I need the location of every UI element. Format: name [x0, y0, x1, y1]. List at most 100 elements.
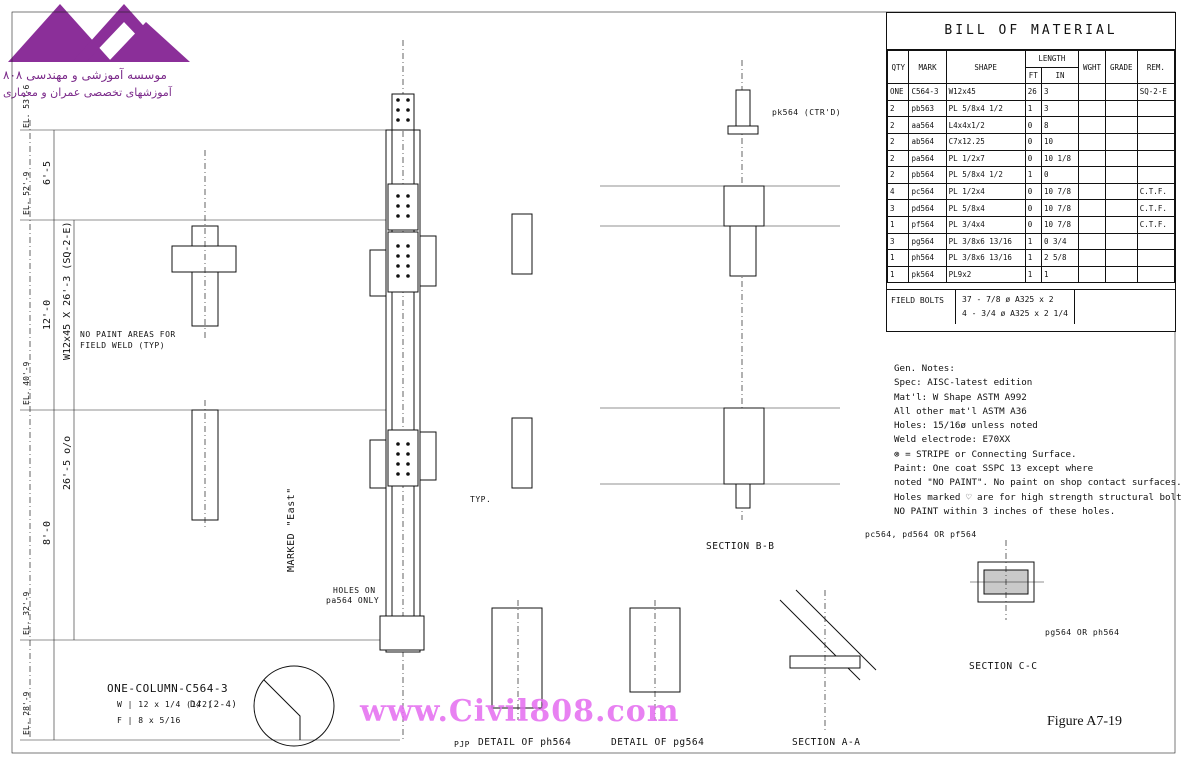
bolt-hole	[396, 118, 400, 122]
bom-cell-ft: 1	[1024, 99, 1042, 118]
bolt-hole	[406, 254, 410, 258]
watermark: www.Civil808.com	[360, 694, 680, 729]
bom-cell-grade	[1104, 215, 1138, 234]
bolt-hole	[396, 264, 400, 268]
bom-cell-grade	[1104, 132, 1138, 151]
bom-header-ft: FT	[1024, 66, 1042, 85]
bom-cell-rem	[1136, 265, 1176, 284]
bom-header-grade: GRADE	[1104, 49, 1138, 85]
bom-table: QTY MARK SHAPE LENGTH WGHT GRADE REM. FT…	[886, 49, 1176, 284]
weld-detail-circle	[253, 665, 335, 747]
bom-cell-ft: 1	[1024, 249, 1042, 267]
bolt-hole	[396, 98, 400, 102]
section-bb-label: SECTION B-B	[706, 541, 775, 552]
bom-title: BILL OF MATERIAL	[887, 13, 1175, 50]
note-line: NO PAINT within 3 inches of these holes.	[894, 505, 1116, 517]
bom-cell-wght	[1078, 265, 1106, 284]
bom-cell-shape: PL 5/8x4 1/2	[945, 166, 1026, 184]
note-line: Holes: 15/16ø unless noted	[894, 420, 1038, 432]
bom-cell-in: 0 3/4	[1040, 232, 1080, 251]
bom-cell-wght	[1078, 116, 1106, 134]
bom-cell-rem	[1136, 132, 1176, 151]
bom-cell-shape: L4x4x1/2	[945, 116, 1026, 134]
bom-cell-rem: C.T.F.	[1136, 182, 1176, 201]
bom-cell-mark: pd564	[908, 199, 947, 217]
detail-ph564-drawing	[491, 600, 543, 720]
section-cc-drawing	[970, 540, 1044, 620]
bom-cell-mark: pb564	[908, 166, 947, 184]
bom-cell-qty: 3	[886, 232, 910, 251]
bom-cell-in: 1	[1040, 265, 1080, 284]
bom-cell-ft: 0	[1024, 182, 1042, 201]
bolt-hole	[396, 462, 400, 466]
bom-cell-shape: PL 1/2x4	[945, 182, 1026, 201]
bolt-hole	[406, 274, 410, 278]
bom-cell-mark: pa564	[908, 149, 947, 168]
bom-header-rem: REM.	[1136, 49, 1176, 85]
bom-cell-ft: 1	[1024, 265, 1042, 284]
bom-cell-wght	[1078, 249, 1106, 267]
pjp-label: PJP	[454, 740, 470, 749]
bolt-hole	[406, 118, 410, 122]
bom-cell-ft: 26	[1024, 83, 1042, 101]
bom-cell-qty: 2	[886, 166, 910, 184]
bom-cell-mark: ab564	[908, 132, 947, 151]
bolt-hole	[396, 472, 400, 476]
bolt-hole	[406, 442, 410, 446]
bom-cell-in: 2 5/8	[1040, 249, 1080, 267]
bom-cell-mark: pc564	[908, 182, 947, 201]
bom-cell-in: 3	[1040, 83, 1080, 101]
bom-cell-shape: PL9x2	[945, 265, 1026, 284]
bom-cell-rem	[1136, 116, 1176, 134]
note-line: Paint: One coat SSPC 13 except where	[894, 463, 1094, 475]
bom-cell-grade	[1104, 83, 1138, 101]
bom-cell-grade	[1104, 116, 1138, 134]
pa564-only: pa564 ONLY	[326, 596, 380, 605]
left-connection	[171, 150, 237, 530]
note-line: noted "NO PAINT". No paint on shop conta…	[894, 477, 1181, 489]
bolt-hole	[396, 214, 400, 218]
bom-cell-rem: SQ-2-E	[1136, 83, 1176, 101]
note-line: Gen. Notes:	[894, 363, 955, 374]
bolt-hole	[406, 244, 410, 248]
typ-label: TYP.	[470, 495, 492, 504]
bom-cell-wght	[1078, 182, 1106, 201]
elevation-32-9: EL. 32'-9	[22, 591, 31, 635]
note-line: Mat'l: W Shape ASTM A992	[894, 391, 1027, 403]
bom-header-mark: MARK	[908, 49, 947, 85]
field-bolts-label: FIELD BOLTS	[887, 290, 956, 325]
bom-cell-shape: W12x45	[945, 83, 1026, 101]
elevation-28-9: EL. 28'-9	[22, 691, 31, 735]
bom-cell-shape: PL 5/8x4 1/2	[945, 99, 1026, 118]
bom-cell-ft: 0	[1024, 215, 1042, 234]
bolt-hole	[406, 214, 410, 218]
logo-text-line2: آموزشهای تخصصی عمران و معماری	[3, 86, 172, 99]
main-sub2: F | 8 x 5/16	[117, 716, 181, 725]
c-alt-label: pc564, pd564 OR pf564	[865, 530, 977, 539]
dim-6-5: 6'-5	[42, 161, 53, 185]
bom-cell-rem	[1136, 166, 1176, 184]
no-paint-areas: NO PAINT AREAS FOR	[80, 330, 176, 339]
bom-cell-rem	[1136, 99, 1176, 118]
bolt-hole	[406, 472, 410, 476]
elevation-52-9: EL. 52'-9	[22, 171, 31, 215]
bom-cell-grade	[1104, 249, 1138, 267]
bom-cell-grade	[1104, 265, 1138, 284]
elevation-53-6: EL. 53'-6	[22, 84, 31, 128]
bolt-hole	[406, 264, 410, 268]
note-line: Weld electrode: E70XX	[894, 434, 1011, 446]
detail-ph564-label: DETAIL OF ph564	[478, 737, 572, 748]
dim-12-0: 12'-0	[42, 300, 53, 330]
note-line: Spec: AISC-latest edition	[894, 377, 1033, 389]
bom-cell-ft: 1	[1024, 166, 1042, 184]
column-length: W12x45 X 26'-3 (SQ-2-E)	[62, 222, 73, 360]
bolt-hole	[406, 194, 410, 198]
bom-cell-ft: 0	[1024, 132, 1042, 151]
bom-cell-mark: pb563	[908, 99, 947, 118]
bom-cell-grade	[1104, 99, 1138, 118]
bom-cell-qty: 1	[886, 265, 910, 284]
